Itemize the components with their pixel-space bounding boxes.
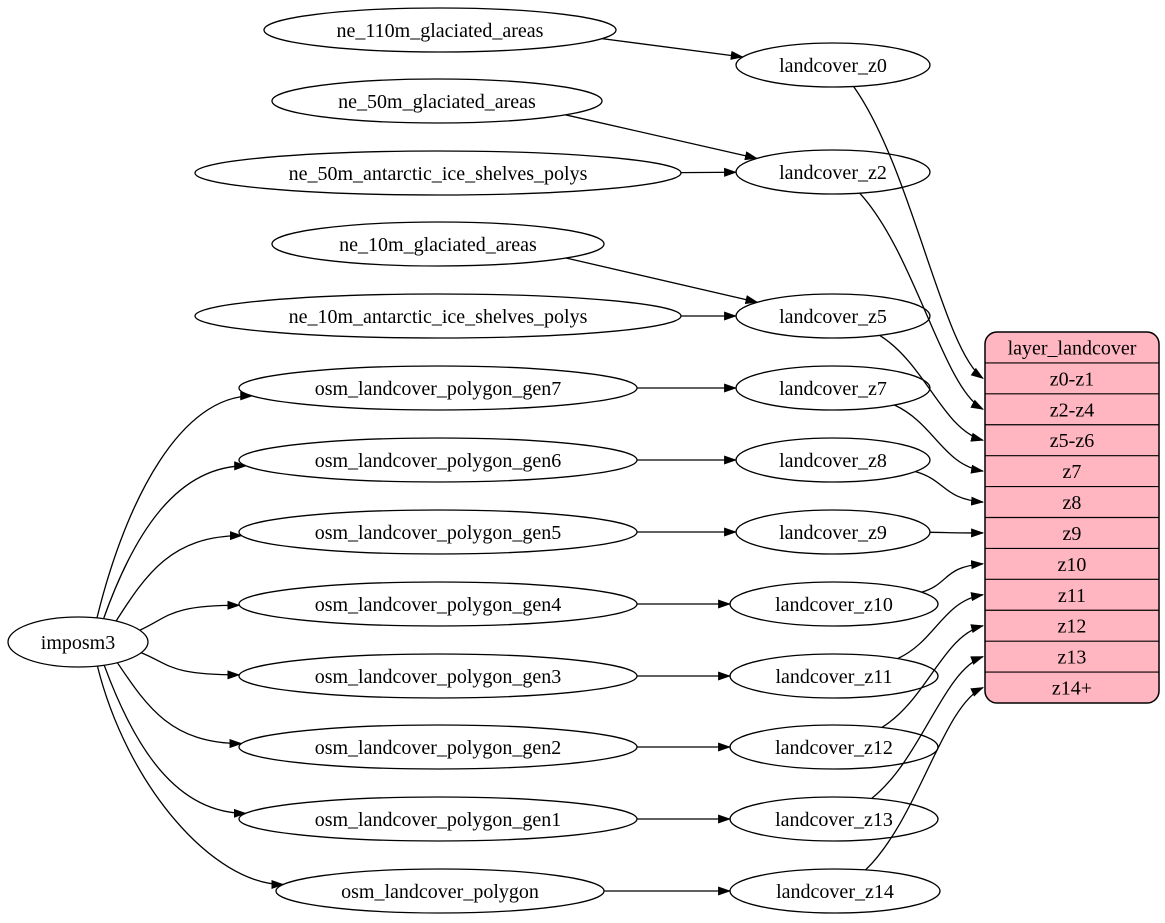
node-label-ne_50m_antarctic_ice_shelves_polys: ne_50m_antarctic_ice_shelves_polys	[289, 163, 588, 185]
edge-imposm3-to-osm_landcover_polygon	[96, 665, 285, 890]
node-landcover_z13: landcover_z13	[729, 796, 939, 842]
node-landcover_z5: landcover_z5	[735, 293, 931, 339]
node-ne_50m_glaciated_areas: ne_50m_glaciated_areas	[271, 78, 603, 124]
node-osm_landcover_polygon_gen7: osm_landcover_polygon_gen7	[238, 365, 638, 411]
node-label-landcover_z13: landcover_z13	[775, 809, 893, 831]
node-landcover_z2: landcover_z2	[735, 149, 931, 195]
node-landcover_z10: landcover_z10	[729, 581, 939, 627]
node-label-landcover_z9: landcover_z9	[779, 522, 887, 544]
node-ellipse	[263, 7, 617, 53]
edge-landcover_z13-to-z13	[871, 656, 985, 799]
node-osm_landcover_polygon_gen3: osm_landcover_polygon_gen3	[238, 653, 638, 699]
node-landcover_z8: landcover_z8	[735, 437, 931, 483]
edge-landcover_z14-to-z14+	[865, 686, 984, 871]
record-row-z13: z13	[1058, 647, 1087, 669]
node-label-osm_landcover_polygon_gen1: osm_landcover_polygon_gen1	[315, 809, 562, 831]
edge-landcover_z0-to-z0-z1	[853, 86, 984, 379]
node-ellipse	[735, 42, 931, 88]
node-osm_landcover_polygon_gen4: osm_landcover_polygon_gen4	[238, 581, 638, 627]
edge-landcover_z11-to-z11	[897, 592, 985, 660]
node-label-landcover_z7: landcover_z7	[779, 378, 887, 400]
node-ellipse	[271, 221, 605, 267]
node-label-ne_50m_glaciated_areas: ne_50m_glaciated_areas	[338, 91, 536, 113]
node-landcover_z0: landcover_z0	[735, 42, 931, 88]
edge-imposm3-to-osm_landcover_polygon_gen1	[103, 664, 247, 818]
edge-ne_110m_glaciated_areas-to-landcover_z0	[601, 38, 744, 60]
record-row-z0-z1: z0-z1	[1050, 368, 1094, 390]
node-ellipse	[271, 78, 603, 124]
node-label-landcover_z8: landcover_z8	[779, 450, 887, 472]
node-landcover_z9: landcover_z9	[735, 509, 931, 555]
node-ne_10m_glaciated_areas: ne_10m_glaciated_areas	[271, 221, 605, 267]
node-landcover_z12: landcover_z12	[729, 724, 939, 770]
node-label-landcover_z0: landcover_z0	[779, 55, 887, 77]
node-osm_landcover_polygon_gen6: osm_landcover_polygon_gen6	[238, 437, 638, 483]
node-ellipse	[7, 616, 149, 668]
record-row-z12: z12	[1058, 616, 1087, 638]
record-row-z14+: z14+	[1052, 678, 1092, 700]
edge-landcover_z7-to-z7	[894, 404, 985, 474]
edge-landcover_z10-to-z10	[921, 560, 985, 593]
node-label-landcover_z12: landcover_z12	[775, 737, 893, 759]
node-landcover_z11: landcover_z11	[729, 653, 939, 699]
node-label-ne_10m_antarctic_ice_shelves_polys: ne_10m_antarctic_ice_shelves_polys	[289, 306, 588, 328]
edges-layer	[96, 38, 985, 896]
node-landcover_z7: landcover_z7	[735, 365, 931, 411]
node-ne_50m_antarctic_ice_shelves_polys: ne_50m_antarctic_ice_shelves_polys	[194, 150, 682, 196]
node-label-osm_landcover_polygon_gen2: osm_landcover_polygon_gen2	[315, 737, 562, 759]
record-row-z7: z7	[1063, 461, 1082, 483]
edge-landcover_z9-to-z9	[929, 528, 985, 538]
edge-ne_50m_glaciated_areas-to-landcover_z2	[565, 114, 758, 161]
record-row-z2-z4: z2-z4	[1050, 399, 1094, 421]
record-row-z9: z9	[1063, 523, 1082, 545]
record-row-z8: z8	[1063, 492, 1082, 514]
node-label-osm_landcover_polygon_gen4: osm_landcover_polygon_gen4	[315, 594, 562, 616]
edge-imposm3-to-osm_landcover_polygon_gen4	[139, 600, 241, 631]
record-header: layer_landcover	[1008, 337, 1137, 359]
edge-ne_10m_glaciated_areas-to-landcover_z5	[565, 257, 759, 304]
node-label-landcover_z5: landcover_z5	[779, 306, 887, 328]
node-label-ne_10m_glaciated_areas: ne_10m_glaciated_areas	[339, 234, 537, 256]
node-label-landcover_z10: landcover_z10	[775, 594, 893, 616]
edge-landcover_z5-to-z5-z6	[879, 334, 985, 442]
record-layer_landcover: layer_landcover z0-z1 z2-z4 z5-z6 z7 z8 z9 z10 z…	[984, 331, 1160, 704]
edge-landcover_z12-to-z12	[881, 624, 985, 729]
record-row-z10: z10	[1058, 554, 1087, 576]
record-row-z11: z11	[1058, 585, 1086, 607]
node-osm_landcover_polygon_gen5: osm_landcover_polygon_gen5	[238, 509, 638, 555]
node-label-landcover_z14: landcover_z14	[776, 881, 894, 903]
edge-imposm3-to-osm_landcover_polygon_gen2	[116, 662, 243, 749]
node-osm_landcover_polygon_gen2: osm_landcover_polygon_gen2	[238, 724, 638, 770]
record-row-z5-z6: z5-z6	[1050, 430, 1094, 452]
edge-imposm3-to-osm_landcover_polygon_gen5	[115, 531, 243, 622]
nodes-layer: imposm3 ne_110m_glaciated_areas ne_50m_gla…	[7, 7, 1160, 914]
node-label-osm_landcover_polygon_gen6: osm_landcover_polygon_gen6	[315, 450, 562, 472]
edge-landcover_z2-to-z2-z4	[859, 192, 984, 410]
edge-imposm3-to-osm_landcover_polygon_gen6	[102, 461, 248, 619]
node-ne_110m_glaciated_areas: ne_110m_glaciated_areas	[263, 7, 617, 53]
node-label-osm_landcover_polygon_gen7: osm_landcover_polygon_gen7	[315, 378, 562, 400]
node-osm_landcover_polygon: osm_landcover_polygon	[275, 868, 605, 914]
node-label-osm_landcover_polygon_gen3: osm_landcover_polygon_gen3	[315, 666, 562, 688]
edge-imposm3-to-osm_landcover_polygon_gen7	[96, 391, 254, 619]
node-imposm3: imposm3	[7, 616, 149, 668]
edge-imposm3-to-osm_landcover_polygon_gen3	[140, 652, 241, 680]
node-label-landcover_z11: landcover_z11	[776, 666, 893, 688]
node-landcover_z14: landcover_z14	[729, 868, 941, 914]
node-label-landcover_z2: landcover_z2	[779, 162, 887, 184]
edge-landcover_z8-to-z8	[915, 470, 985, 506]
node-label-osm_landcover_polygon_gen5: osm_landcover_polygon_gen5	[315, 522, 562, 544]
node-label-osm_landcover_polygon: osm_landcover_polygon	[341, 881, 539, 903]
node-label-ne_110m_glaciated_areas: ne_110m_glaciated_areas	[337, 20, 544, 42]
node-label-imposm3: imposm3	[41, 632, 115, 654]
node-osm_landcover_polygon_gen1: osm_landcover_polygon_gen1	[238, 796, 638, 842]
node-ne_10m_antarctic_ice_shelves_polys: ne_10m_antarctic_ice_shelves_polys	[194, 293, 682, 339]
